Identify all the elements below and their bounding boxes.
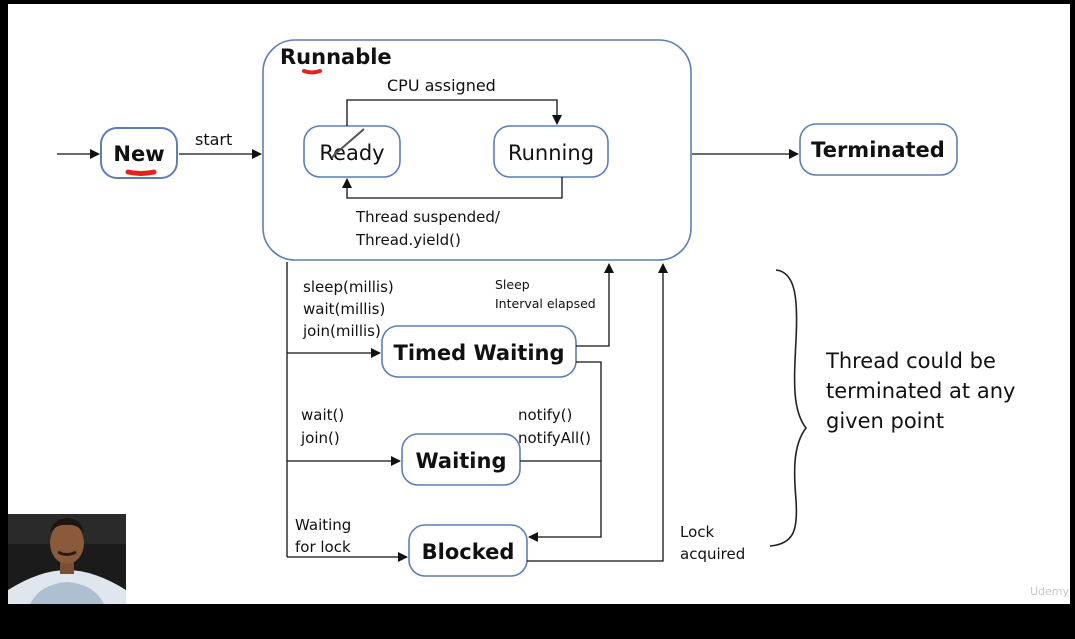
cpu-assigned-label: CPU assigned [387, 76, 496, 95]
waiting-for-lock-label: Waiting [295, 516, 351, 534]
state-timed-waiting-label: Timed Waiting [394, 341, 565, 365]
state-new-label: New [113, 142, 164, 166]
runnable-container [262, 39, 692, 261]
state-timed-waiting [381, 325, 577, 378]
sleep-elapsed-label: Interval elapsed [495, 296, 596, 311]
note-line: Thread could be [825, 349, 996, 373]
timed-call-label: sleep(millis) [303, 278, 394, 296]
sleep-elapsed-label: Sleep [495, 277, 530, 292]
state-terminated [799, 123, 958, 176]
waiting-for-lock-label: for lock [295, 538, 351, 556]
state-ready-label: Ready [319, 141, 384, 165]
highlight-mark [302, 69, 322, 75]
state-waiting [401, 433, 521, 486]
state-blocked [408, 524, 528, 577]
note-line: terminated at any [826, 379, 1015, 403]
presenter-face [50, 522, 84, 564]
runnable-label: Runnable [280, 45, 392, 69]
state-new [100, 127, 178, 179]
start-label: start [195, 130, 232, 149]
notify-label: notifyAll() [518, 429, 591, 447]
sleep-elapsed-arrow [576, 263, 614, 347]
lock-acquired-label: acquired [680, 545, 745, 563]
curly-brace [769, 269, 808, 547]
suspended-arrow [342, 177, 563, 199]
timed-call-label: join(millis) [302, 322, 381, 340]
presenter-webcam-thumbnail [8, 514, 126, 604]
pen-cursor-icon [331, 128, 365, 159]
timed-to-blocked-arrow [528, 361, 602, 542]
wait-call-label: join() [300, 429, 340, 447]
state-blocked-label: Blocked [422, 540, 515, 564]
wait-call-label: wait() [301, 406, 344, 424]
note-line: given point [826, 409, 944, 433]
lock-acquired-label: Lock [680, 523, 715, 541]
state-waiting-label: Waiting [415, 449, 506, 473]
state-running-label: Running [508, 141, 594, 165]
timed-call-label: wait(millis) [303, 300, 385, 318]
notify-label: notify() [518, 406, 572, 424]
cpu-assigned-arrow [346, 99, 562, 126]
highlight-mark [125, 169, 157, 176]
lock-acquired-arrow [527, 263, 668, 562]
suspended-label-line1: Thread suspended/ [355, 208, 501, 226]
state-running [493, 125, 609, 178]
suspended-label-line2: Thread.yield() [355, 231, 461, 249]
slide-background [8, 4, 1070, 604]
state-terminated-label: Terminated [811, 138, 945, 162]
udemy-watermark: Udemy [1030, 585, 1070, 598]
state-ready [303, 125, 401, 178]
